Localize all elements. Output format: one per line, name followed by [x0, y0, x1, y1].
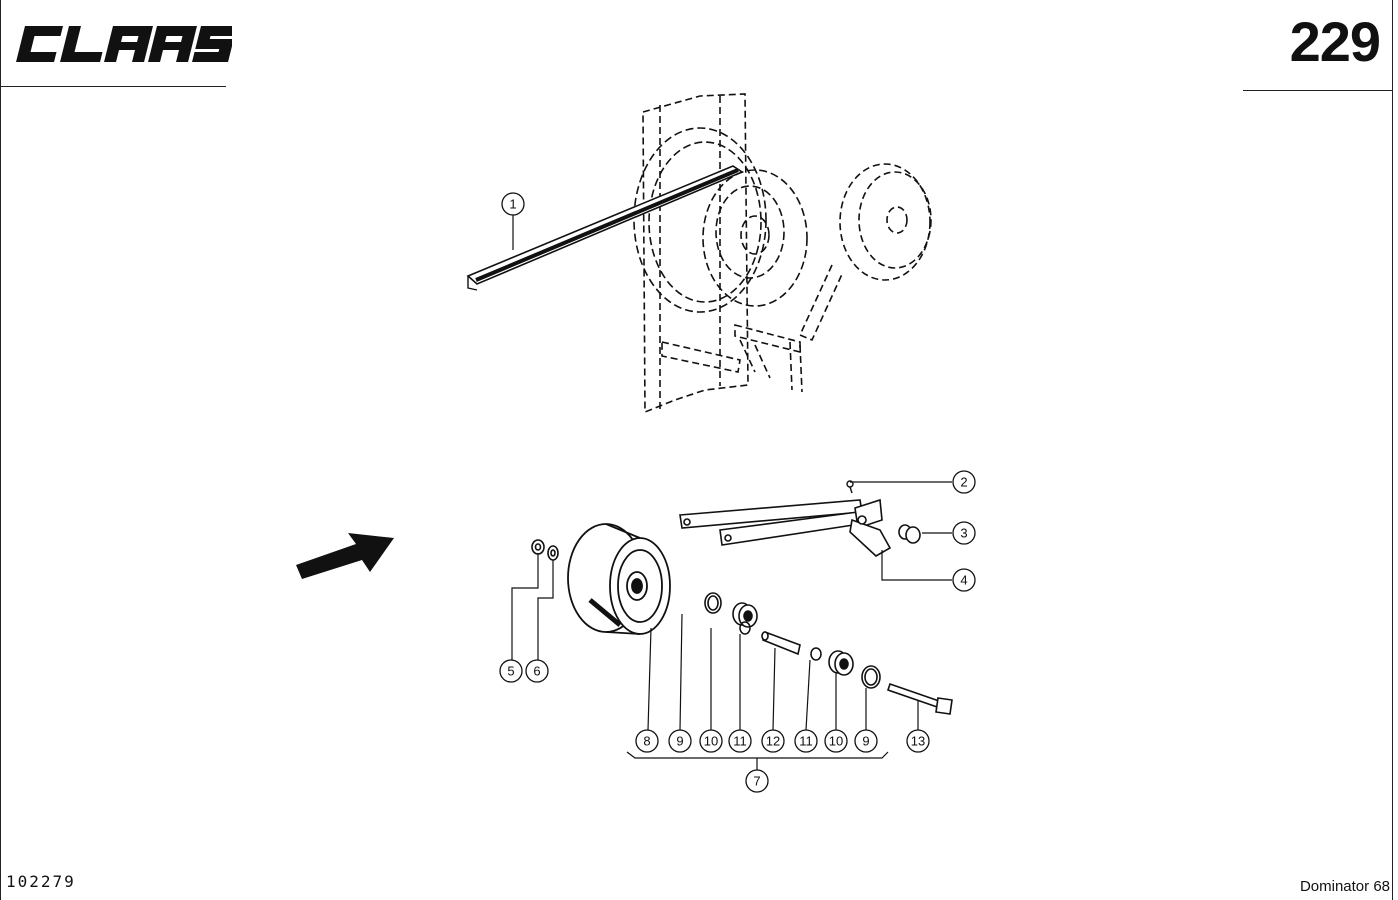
callout-4: 4: [952, 568, 976, 592]
model-name: Dominator 68: [1299, 878, 1390, 895]
callout-7: 7: [745, 769, 769, 793]
callout-label: 7: [753, 774, 760, 789]
shaft: [761, 630, 801, 656]
tension-arm: [679, 498, 892, 557]
callout-9-left: 9: [668, 729, 692, 753]
callout-5: 5: [499, 659, 523, 683]
callout-label: 3: [960, 526, 967, 541]
callout-3: 3: [952, 521, 976, 545]
callout-8: 8: [635, 729, 659, 753]
callout-label: 9: [862, 734, 869, 749]
callout-11-right: 11: [794, 729, 818, 753]
washer: [547, 545, 559, 561]
callout-label: 1: [509, 197, 516, 212]
bolt: [886, 682, 953, 715]
callout-11-left: 11: [728, 729, 752, 753]
callout-label: 10: [704, 734, 718, 749]
callout-label: 9: [676, 734, 683, 749]
drive-pulley: [633, 127, 808, 313]
callout-10-left: 10: [699, 729, 723, 753]
callout-label: 8: [643, 734, 650, 749]
left-border: [0, 0, 1, 900]
callout-9-right: 9: [854, 729, 878, 753]
nut: [531, 539, 545, 555]
header-rule-left: [0, 86, 226, 87]
callout-10-right: 10: [824, 729, 848, 753]
claas-logo: [16, 26, 232, 62]
callout-label: 2: [960, 475, 967, 490]
v-belt: [466, 165, 744, 291]
spacer-ring-left: [704, 592, 722, 614]
bushing: [898, 524, 921, 544]
callout-12: 12: [761, 729, 785, 753]
idler-pulley: [567, 523, 671, 635]
callout-label: 11: [799, 734, 813, 749]
header-rule-right: [1243, 90, 1393, 91]
bearing-left: [732, 602, 758, 628]
circlip-left: [739, 621, 751, 635]
bearing-right: [828, 650, 854, 676]
frame-plate: [642, 93, 749, 414]
circlip-right: [810, 647, 822, 661]
callout-1: 1: [501, 192, 525, 216]
page-number: 229: [1289, 10, 1381, 73]
drawing-number: 102279: [6, 872, 76, 891]
callout-6: 6: [525, 659, 549, 683]
grease-nipple: [846, 480, 854, 494]
callout-label: 12: [766, 734, 780, 749]
right-border: [1392, 0, 1393, 900]
callout-label: 6: [533, 664, 540, 679]
callout-label: 4: [960, 573, 967, 588]
view-direction-arrow: [296, 533, 394, 579]
callout-label: 10: [829, 734, 843, 749]
callout-13: 13: [906, 729, 930, 753]
callout-label: 5: [507, 664, 514, 679]
callout-2: 2: [952, 470, 976, 494]
spacer-ring-right: [861, 665, 881, 689]
callout-label: 13: [911, 734, 925, 749]
tension-pulley-phantom: [661, 163, 932, 393]
leader-lines: [511, 215, 952, 770]
callout-label: 11: [733, 734, 747, 749]
